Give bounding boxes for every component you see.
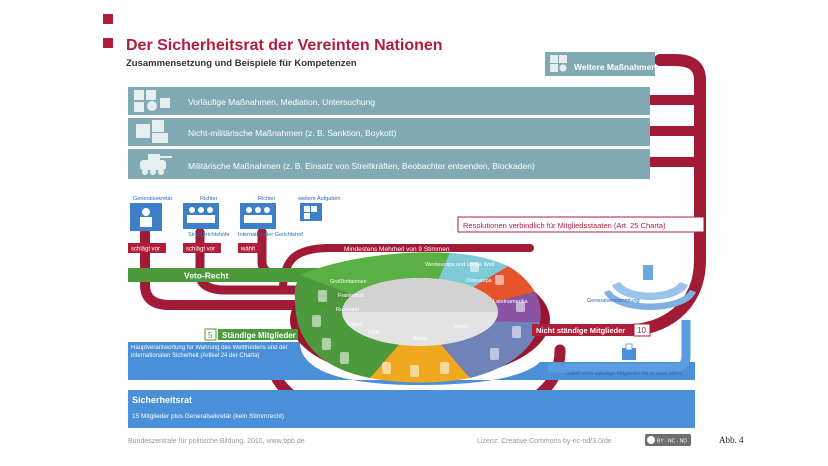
military-band	[128, 149, 650, 179]
person-icon	[142, 208, 150, 216]
footer-source: Bundeszentrale für politische Bildung, 2…	[128, 438, 305, 445]
resolutions-box	[457, 216, 705, 233]
veto-label: Veto-Recht	[184, 271, 229, 281]
cc-badge-label: BY - NC - ND	[657, 439, 687, 445]
region-asia: Asien	[454, 324, 468, 330]
region-western-europe: Westeuropa und übrige Welt	[425, 262, 495, 268]
secretary-general-label: Generalsekretär	[133, 196, 173, 202]
responsibility-label: Hauptverantwortung für Wahrung des Weltf…	[131, 345, 288, 359]
non-military-label: Nicht-militärische Maßnahmen (z. B. Sank…	[188, 128, 396, 138]
figure-label: Abb. 4	[719, 435, 744, 445]
provisional-band	[128, 87, 650, 115]
provisional-label: Vorläufige Maßnahmen, Mediation, Untersu…	[188, 97, 375, 107]
nonpermanent-label: Nicht ständige Mitglieder	[536, 326, 625, 335]
footer-license: Lizenz: Creative Commons by-nc-nd/3.0/de	[477, 438, 612, 445]
proposes-2-tag	[183, 243, 221, 253]
chamber-floor-back	[342, 278, 498, 312]
military-label: Militärische Maßnahmen (z. B. Einsatz vo…	[188, 161, 535, 171]
region-eastern-europe: Osteuropa	[466, 278, 493, 284]
judges-icon	[244, 207, 272, 223]
region-africa: Afrika	[413, 336, 428, 342]
nonpermanent-label-box	[532, 324, 632, 336]
organ-secretary-general: Generalsekretär	[130, 196, 173, 231]
arrow-to-further-measures	[624, 54, 706, 336]
judges-icon	[187, 207, 215, 223]
organ-icj: Richter Internationaler Gerichtshof	[238, 196, 303, 238]
majority-label: Mindestens Mehrheit von 9 Stimmen	[344, 246, 450, 253]
person-body-icon	[140, 217, 152, 227]
judges-2-label: Richter	[258, 196, 276, 202]
permanent-count: 5	[208, 331, 213, 340]
seats	[312, 262, 525, 377]
assembly-podium-icon	[643, 265, 653, 280]
tank-icon	[140, 154, 172, 175]
country-china: China	[348, 322, 363, 328]
puzzle-pieces-icon	[134, 90, 170, 112]
pipe-secretary	[140, 227, 305, 310]
ballot-paper-icon	[625, 343, 633, 351]
council-members: 15 Mitglieder plus Generalsekretär (kein…	[132, 413, 284, 420]
cc-icon	[647, 436, 655, 444]
other-tasks-label: weitere Aufgaben	[297, 196, 341, 202]
resolutions-label: Resolutionen verbindlich für Mitgliedsst…	[463, 221, 666, 230]
council-chamber	[290, 252, 550, 383]
further-measures-label: Weitere Maßnahmen	[574, 62, 657, 72]
criminal-courts-label: Strafgerichtshöfe	[188, 232, 230, 238]
veto-bar	[128, 268, 328, 282]
header-marker	[103, 38, 113, 48]
country-uk: Großbritannien	[330, 279, 367, 285]
measure-further: Weitere Maßnahmen	[545, 52, 657, 76]
assembly-hall-icon	[612, 282, 688, 300]
responsibility-text: Hauptverantwortung für Wahrung des Weltf…	[131, 345, 288, 359]
country-russia: Russland	[336, 307, 359, 313]
elects-tag	[238, 243, 262, 253]
measure-military: Militärische Maßnahmen (z. B. Einsatz vo…	[128, 149, 650, 179]
country-usa: USA	[368, 330, 380, 336]
nonpermanent-count-box	[633, 323, 651, 337]
permanent-label-box	[218, 329, 298, 340]
ballot-box-icon	[622, 348, 636, 360]
council-title: Sicherheitsrat	[132, 395, 192, 405]
page-subtitle: Zusammensetzung und Beispiele für Kompet…	[126, 58, 357, 69]
nonpermanent-count: 10	[637, 326, 646, 335]
puzzle-icon	[550, 55, 567, 72]
region-latin-america: Lateinamerika	[493, 299, 528, 305]
cc-badge	[645, 434, 691, 446]
general-assembly-label: Generalversammlung	[587, 298, 640, 304]
non-military-band	[128, 118, 650, 146]
icj-label: Internationaler Gerichtshof	[238, 232, 303, 238]
proposes-1-tag	[128, 243, 166, 253]
page-title: Der Sicherheitsrat der Vereinten Natione…	[126, 37, 443, 54]
council-band	[128, 390, 695, 428]
judges-1-label: Richter	[200, 196, 218, 202]
measure-non-military: Nicht-militärische Maßnahmen (z. B. Sank…	[128, 118, 650, 146]
elects-nonpermanent-label: wählt nicht ständige Mitglieder für je z…	[566, 371, 682, 377]
elects-label: wählt	[240, 247, 255, 253]
permanent-label: Ständige Mitglieder	[222, 331, 296, 340]
organ-other-tasks: weitere Aufgaben	[297, 196, 341, 221]
measure-provisional: Vorläufige Maßnahmen, Mediation, Untersu…	[128, 87, 650, 115]
permanent-count-box	[204, 328, 217, 341]
proposes-2-label: schlägt vor	[186, 247, 215, 253]
organ-criminal-courts: Richter Strafgerichtshöfe	[183, 196, 230, 238]
header-marker-top	[103, 14, 113, 24]
responsibility-text-box: Hauptverantwortung für Wahrung des Weltf…	[131, 345, 288, 359]
proposes-1-label: schlägt vor	[131, 247, 160, 253]
assembly-arrow	[548, 320, 691, 373]
sanctions-crates-icon	[136, 120, 168, 143]
assembly-hall-row-icon	[604, 290, 696, 310]
general-assembly: Generalversammlung wählt nicht ständige …	[548, 265, 696, 377]
country-france: Frankreich	[338, 293, 364, 299]
responsibility-band	[128, 342, 695, 385]
puzzle-icon	[304, 206, 317, 219]
